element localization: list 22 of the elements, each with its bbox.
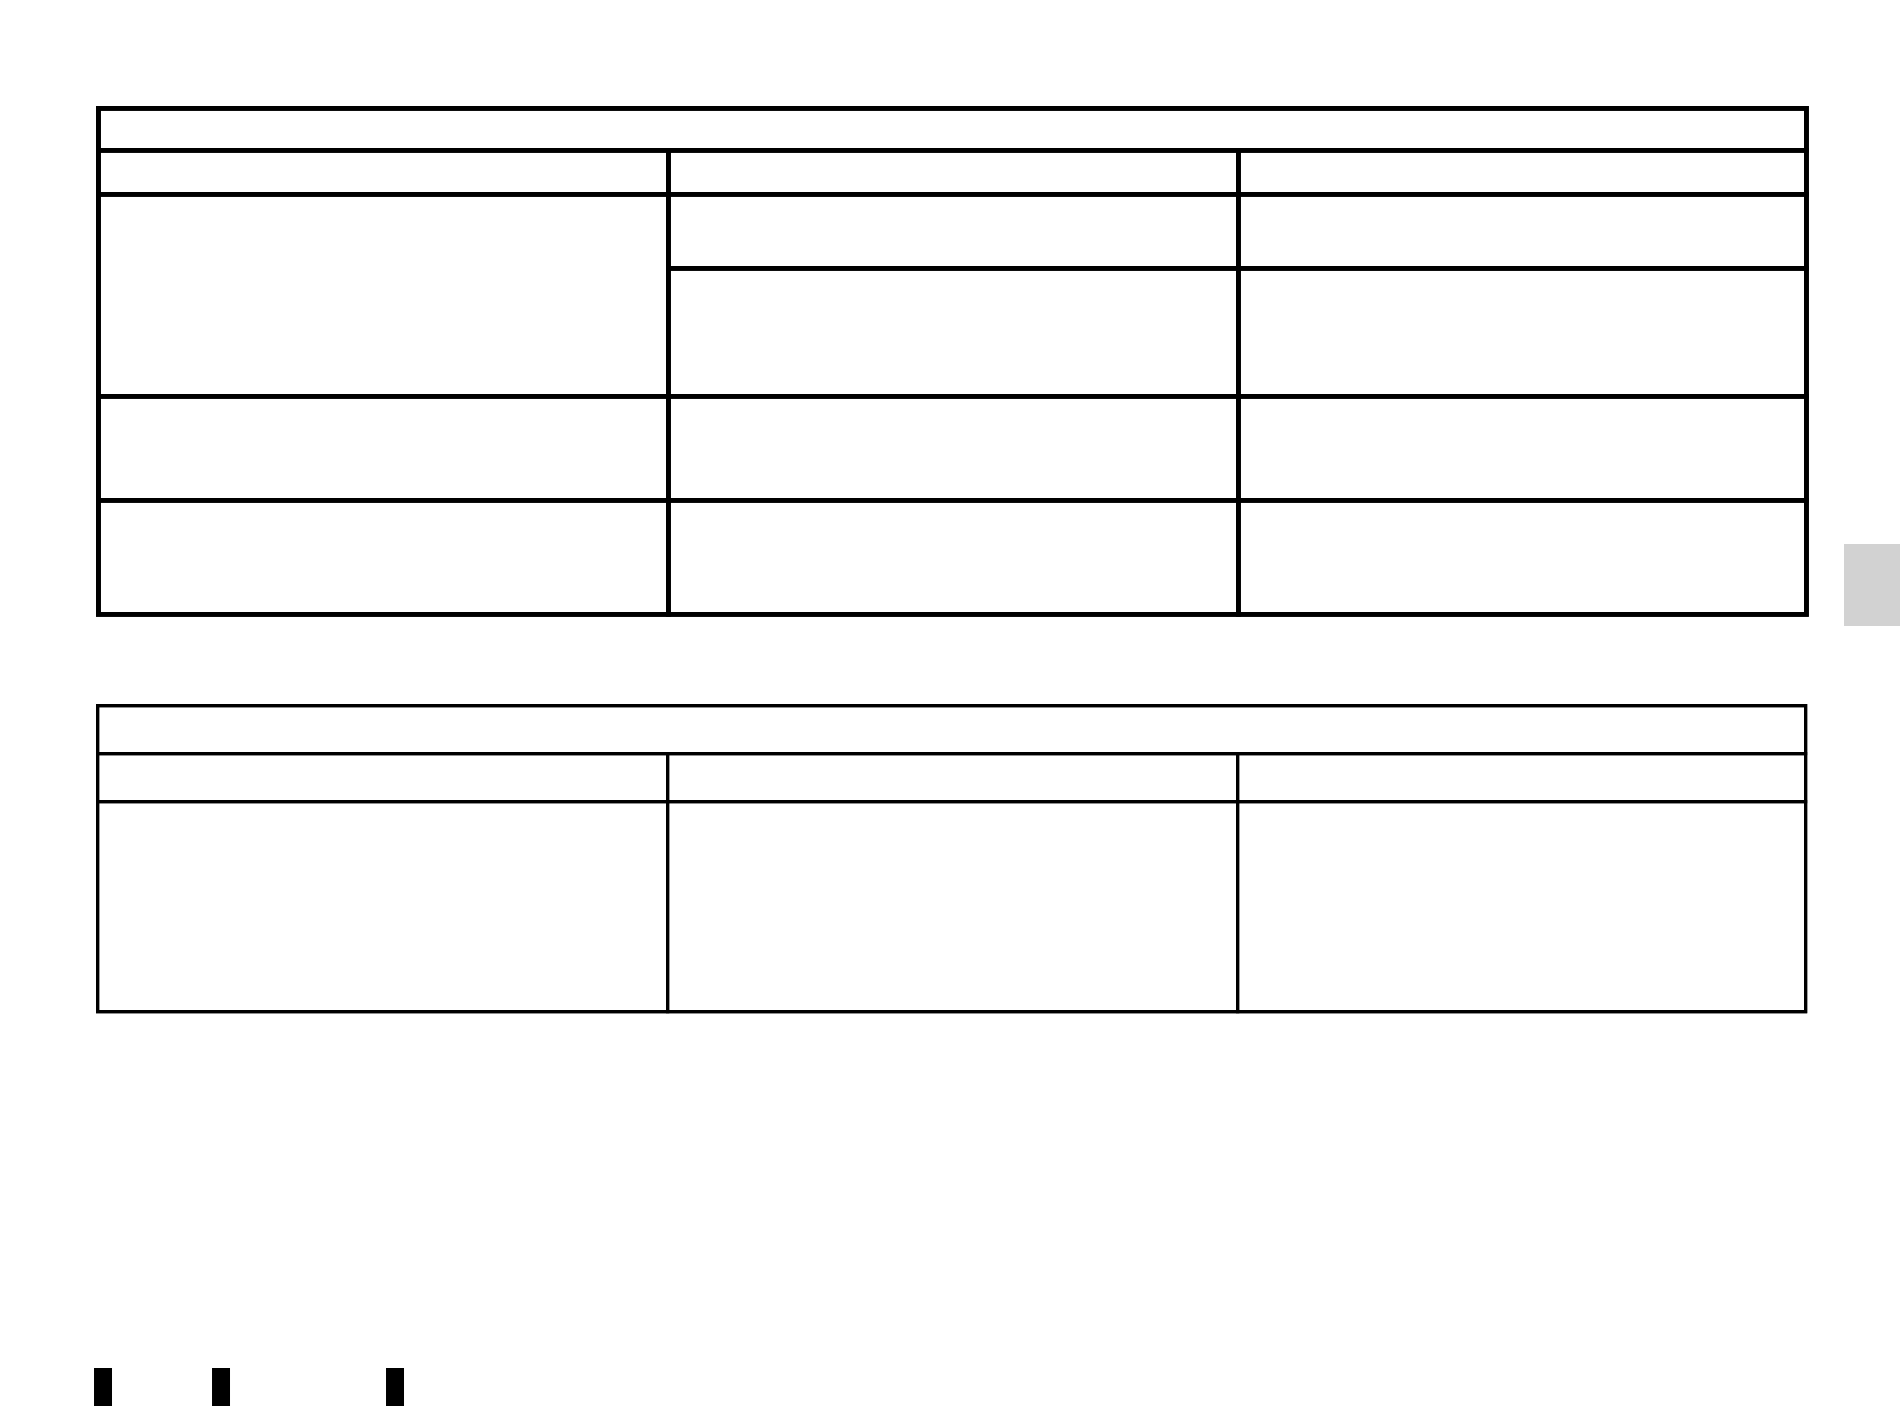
table-cell: [1236, 394, 1809, 503]
table-cell: [666, 800, 1240, 1014]
table-cell: [666, 266, 1241, 399]
table-cell: [96, 148, 671, 197]
table-cell: [96, 192, 671, 399]
table-cell: [96, 800, 670, 1014]
table-cell: [1236, 148, 1809, 197]
table-cell: [666, 148, 1241, 197]
table-cell: [1236, 266, 1809, 399]
table-cell: [96, 704, 1808, 756]
table-cell: [96, 498, 671, 617]
table-cell: [666, 394, 1241, 503]
table-cell: [666, 192, 1241, 271]
table-cell: [1236, 752, 1808, 804]
table-cell: [666, 498, 1241, 617]
table-cell: [1236, 498, 1809, 617]
table-cell: [96, 752, 670, 804]
table-cell: [96, 394, 671, 503]
table-cell: [666, 752, 1240, 804]
table-cell: [1236, 800, 1808, 1014]
table-cell: [96, 106, 1809, 153]
table-cell: [1236, 192, 1809, 271]
